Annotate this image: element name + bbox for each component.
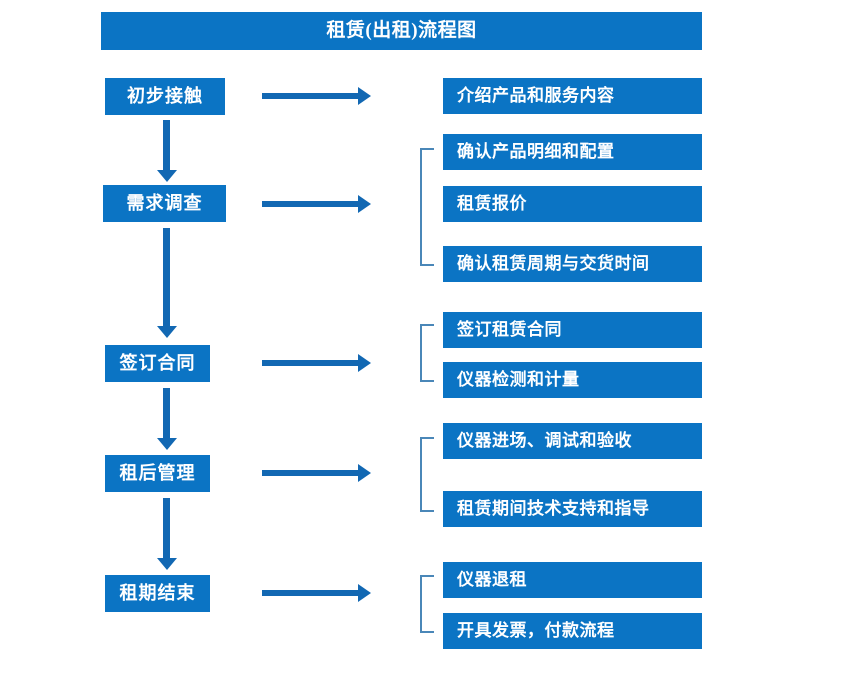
stage-box-rental-end[interactable]: 租期结束 <box>105 575 210 612</box>
arrow-down-stage-4-to-5 <box>157 498 177 570</box>
arrow-shaft <box>262 590 358 596</box>
arrow-head <box>358 464 371 482</box>
bracket-group-sign-contract <box>420 324 434 382</box>
arrow-right-stage-2 <box>262 195 371 213</box>
arrow-down-stage-1-to-2 <box>157 120 177 182</box>
arrow-shaft <box>262 93 358 99</box>
detail-box-instrument-return[interactable]: 仪器退租 <box>443 562 702 598</box>
detail-box-invoice-payment[interactable]: 开具发票，付款流程 <box>443 613 702 649</box>
stage-box-requirement-survey[interactable]: 需求调查 <box>103 185 226 222</box>
arrow-down-stage-2-to-3 <box>157 228 177 340</box>
detail-box-instrument-entry-commissioning[interactable]: 仪器进场、调试和验收 <box>443 423 702 459</box>
arrow-down-stage-3-to-4 <box>157 388 177 450</box>
arrow-shaft <box>163 498 170 558</box>
arrow-shaft <box>163 120 170 170</box>
detail-box-rental-quotation[interactable]: 租赁报价 <box>443 186 702 222</box>
bracket-group-post-rental-management <box>420 437 434 512</box>
arrow-head <box>157 326 177 338</box>
stage-box-initial-contact[interactable]: 初步接触 <box>105 78 225 115</box>
arrow-shaft <box>262 470 358 476</box>
arrow-right-stage-3 <box>262 354 371 372</box>
arrow-head <box>157 558 177 570</box>
bracket-group-rental-end <box>420 575 434 633</box>
arrow-right-stage-4 <box>262 464 371 482</box>
arrow-shaft <box>262 360 358 366</box>
arrow-head <box>157 170 177 182</box>
stage-box-post-rental-management[interactable]: 租后管理 <box>105 455 210 492</box>
arrow-head <box>358 87 371 105</box>
arrow-right-stage-1 <box>262 87 371 105</box>
arrow-shaft <box>262 201 358 207</box>
detail-box-technical-support[interactable]: 租赁期间技术支持和指导 <box>443 491 702 527</box>
arrow-shaft <box>163 388 170 438</box>
stage-box-sign-contract[interactable]: 签订合同 <box>105 345 210 382</box>
detail-box-confirm-product-details[interactable]: 确认产品明细和配置 <box>443 134 702 170</box>
arrow-head <box>157 438 177 450</box>
bracket-group-requirement-survey <box>420 148 434 266</box>
arrow-head <box>358 195 371 213</box>
page-title: 租赁(出租)流程图 <box>101 12 702 50</box>
detail-box-confirm-rental-period[interactable]: 确认租赁周期与交货时间 <box>443 246 702 282</box>
detail-box-sign-rental-contract[interactable]: 签订租赁合同 <box>443 312 702 348</box>
arrow-head <box>358 354 371 372</box>
arrow-right-stage-5 <box>262 584 371 602</box>
detail-box-instrument-inspection[interactable]: 仪器检测和计量 <box>443 362 702 398</box>
detail-box-introduce-products[interactable]: 介绍产品和服务内容 <box>443 78 702 114</box>
arrow-shaft <box>163 228 170 326</box>
arrow-head <box>358 584 371 602</box>
